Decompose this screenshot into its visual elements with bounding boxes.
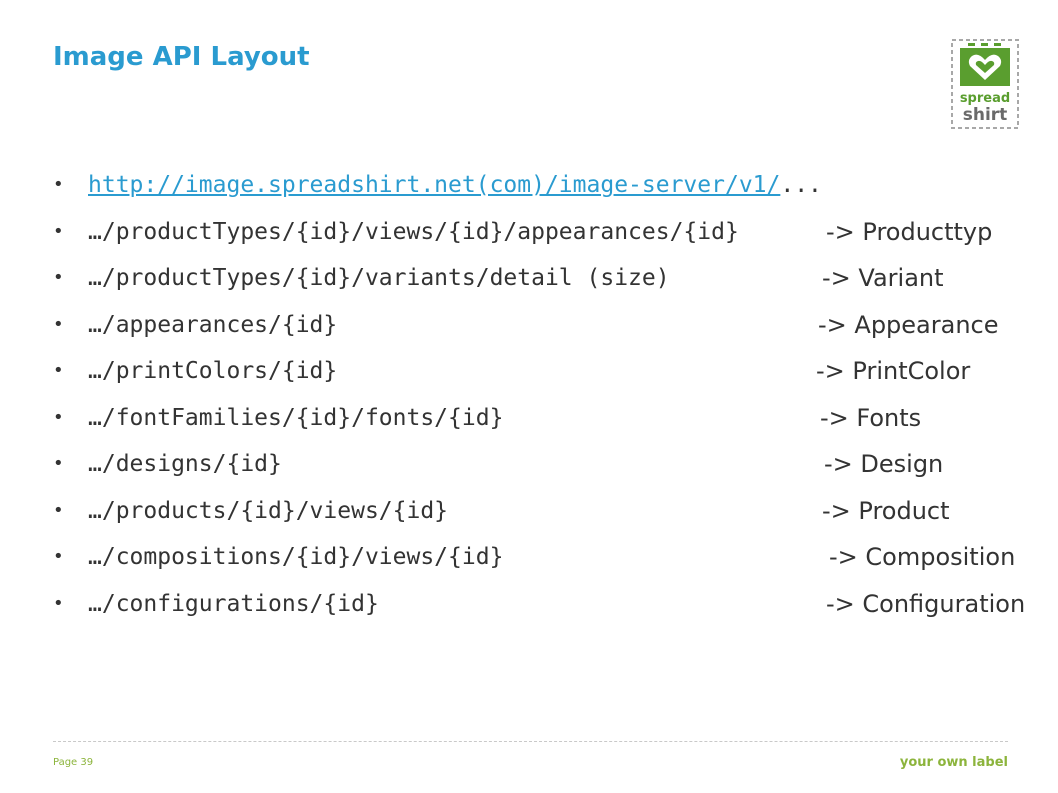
page-number: Page 39	[53, 757, 94, 768]
api-path: http://image.spreadshirt.net(com)/image-…	[88, 165, 822, 205]
resource-target: -> Design	[824, 450, 944, 478]
api-path-item: • …/appearances/{id} -> Appearance	[0, 305, 1058, 352]
bullet-dot-icon: •	[53, 360, 64, 381]
api-path-text: …/designs/{id}	[88, 451, 282, 477]
api-path-item: • http://image.spreadshirt.net(com)/image…	[0, 165, 1058, 212]
resource-target: -> Variant	[822, 264, 944, 292]
api-path-text: …/appearances/{id}	[88, 311, 338, 338]
bullet-dot-icon: •	[53, 267, 64, 288]
resource-target: -> Configuration	[826, 589, 1026, 618]
api-path-text: …/compositions/{id}/views/{id}	[88, 544, 504, 570]
api-path-item: • …/compositions/{id}/views/{id} -> Compos…	[0, 537, 1058, 584]
api-path: …/appearances/{id}	[88, 305, 337, 345]
slide-title: Image API Layout	[53, 42, 310, 72]
resource-target: -> Producttyp	[826, 217, 993, 246]
resource-target: -> Appearance	[818, 310, 999, 339]
api-path: …/configurations/{id}	[88, 584, 379, 624]
api-path: …/productTypes/{id}/variants/detail (siz…	[88, 258, 670, 298]
bullet-dot-icon: •	[53, 406, 64, 428]
api-path-list: • http://image.spreadshirt.net(com)/image…	[0, 165, 1058, 630]
footer-label: your own label	[899, 755, 1008, 770]
bullet-dot-icon: •	[53, 220, 64, 242]
api-path-item: • …/fontFamilies/{id}/fonts/{id} -> Fonts	[0, 398, 1058, 445]
image-server-link[interactable]: http://image.spreadshirt.net(com)/image-…	[88, 172, 781, 198]
bullet-dot-icon: •	[53, 499, 64, 521]
resource-target: -> Product	[822, 496, 950, 525]
resource-target: -> Fonts	[820, 403, 922, 432]
logo-text-line1: spread	[960, 91, 1010, 106]
api-path: …/compositions/{id}/views/{id}	[88, 537, 503, 577]
bullet-dot-icon: •	[53, 313, 64, 335]
bullet-dot-icon: •	[53, 174, 64, 195]
bullet-dot-icon: •	[53, 546, 64, 567]
footer-divider	[53, 741, 1008, 742]
resource-target: -> Composition	[829, 543, 1016, 571]
api-path-text: …/productTypes/{id}/views/{id}/appearanc…	[88, 218, 739, 245]
api-path: …/fontFamilies/{id}/fonts/{id}	[88, 398, 503, 438]
api-path-text: …/products/{id}/views/{id}	[88, 497, 449, 524]
bullet-dot-icon: •	[53, 592, 64, 614]
api-path-item: • …/configurations/{id} -> Configuration	[0, 584, 1058, 631]
api-path-text: …/productTypes/{id}/variants/detail (siz…	[88, 265, 670, 291]
resource-target: -> PrintColor	[816, 357, 971, 385]
api-path-text: …/fontFamilies/{id}/fonts/{id}	[88, 404, 504, 431]
spreadshirt-logo: spread shirt	[951, 39, 1019, 129]
api-path-text: …/printColors/{id}	[88, 358, 338, 384]
api-path: …/productTypes/{id}/views/{id}/appearanc…	[88, 212, 739, 252]
api-path-text: …/configurations/{id}	[88, 590, 379, 617]
api-path-item: • …/productTypes/{id}/views/{id}/appearan…	[0, 212, 1058, 259]
api-path-text: ...	[780, 172, 822, 198]
api-path: …/products/{id}/views/{id}	[88, 491, 448, 531]
api-path-item: • …/printColors/{id} -> PrintColor	[0, 351, 1058, 398]
api-path-item: • …/products/{id}/views/{id} -> Product	[0, 491, 1058, 538]
logo-text-line2: shirt	[963, 105, 1008, 125]
api-path: …/printColors/{id}	[88, 351, 337, 391]
api-path-item: • …/productTypes/{id}/variants/detail (si…	[0, 258, 1058, 305]
api-path: …/designs/{id}	[88, 444, 282, 484]
bullet-dot-icon: •	[53, 453, 64, 474]
api-path-item: • …/designs/{id} -> Design	[0, 444, 1058, 491]
